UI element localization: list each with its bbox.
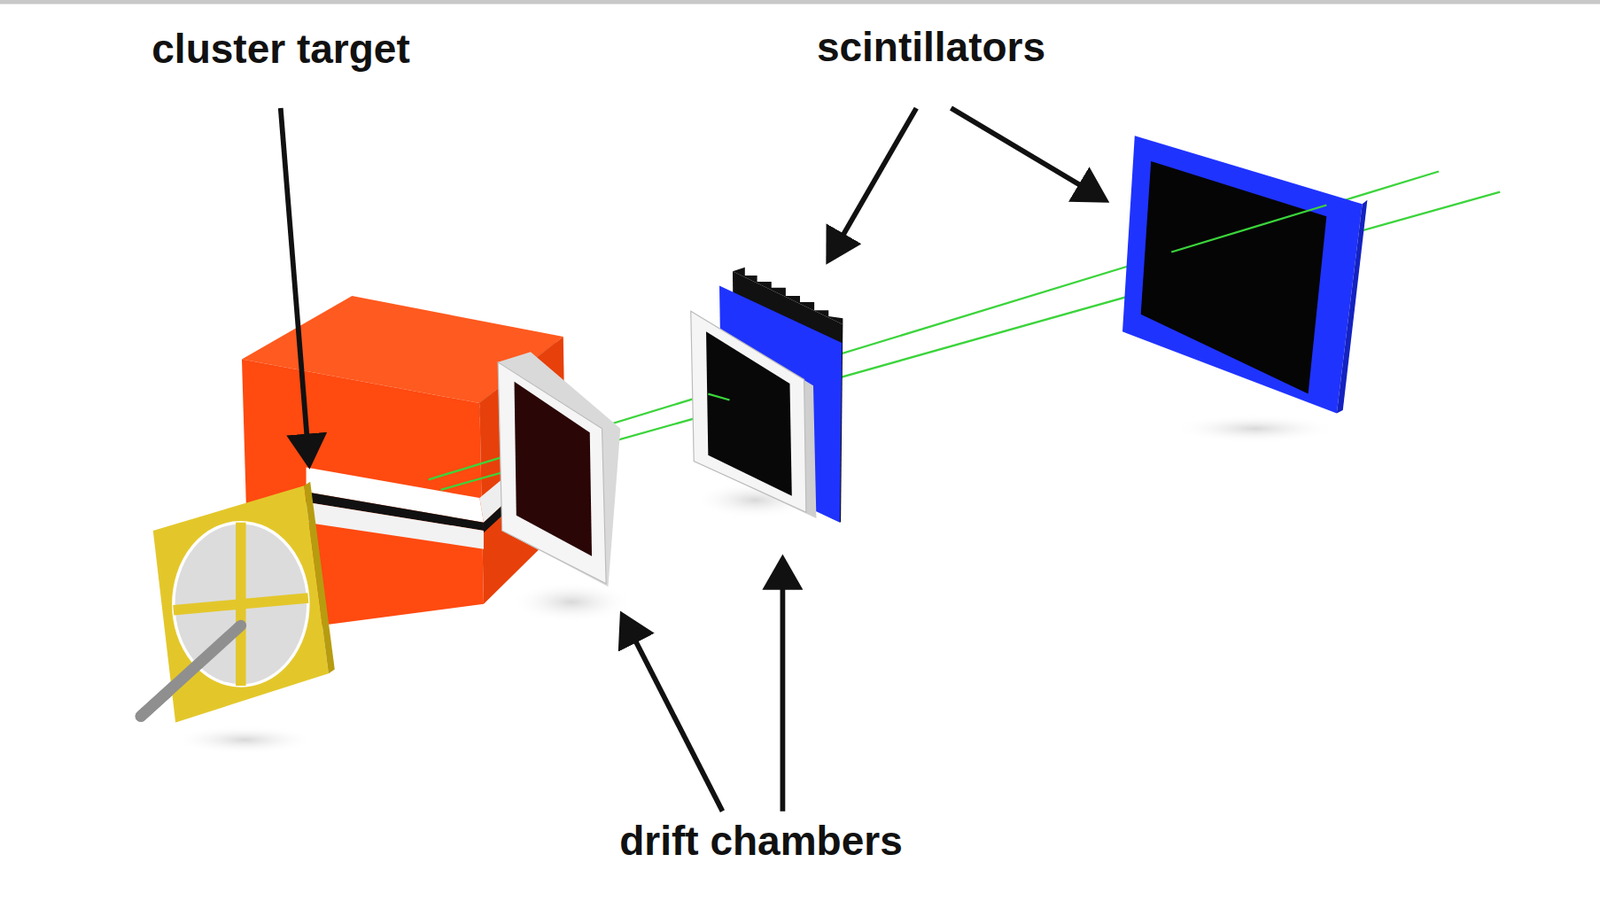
leader-arrow xyxy=(828,108,917,261)
beam-monitor-edge xyxy=(303,481,335,675)
leader-arrow xyxy=(780,559,786,811)
part-label: cluster target xyxy=(151,26,410,72)
leader-arrow xyxy=(280,108,310,465)
beam-monitor-cross xyxy=(173,598,309,611)
drift-chamber-frame xyxy=(497,362,606,584)
drift-chamber-window xyxy=(706,331,793,496)
shadow xyxy=(173,725,317,754)
drift-chamber-window xyxy=(514,381,593,557)
leader-arrow xyxy=(950,108,1105,201)
target-slit xyxy=(306,502,484,550)
part-label: scintillators xyxy=(816,24,1046,70)
scintillator-edge xyxy=(1336,200,1368,414)
beam-pipe xyxy=(140,625,241,717)
particle-track xyxy=(707,394,730,401)
leader-arrow xyxy=(622,615,723,812)
shadow xyxy=(510,582,633,623)
top-bar xyxy=(0,0,1600,5)
particle-track xyxy=(1171,205,1327,253)
scintillator-face xyxy=(1141,161,1328,395)
scintillator xyxy=(1122,135,1363,413)
drift-chamber-frame xyxy=(497,351,621,587)
drift-chamber-frame xyxy=(691,310,807,513)
shadow xyxy=(1173,414,1337,443)
part-label: drift chambers xyxy=(619,818,903,864)
drift-chamber-frame xyxy=(691,310,817,519)
